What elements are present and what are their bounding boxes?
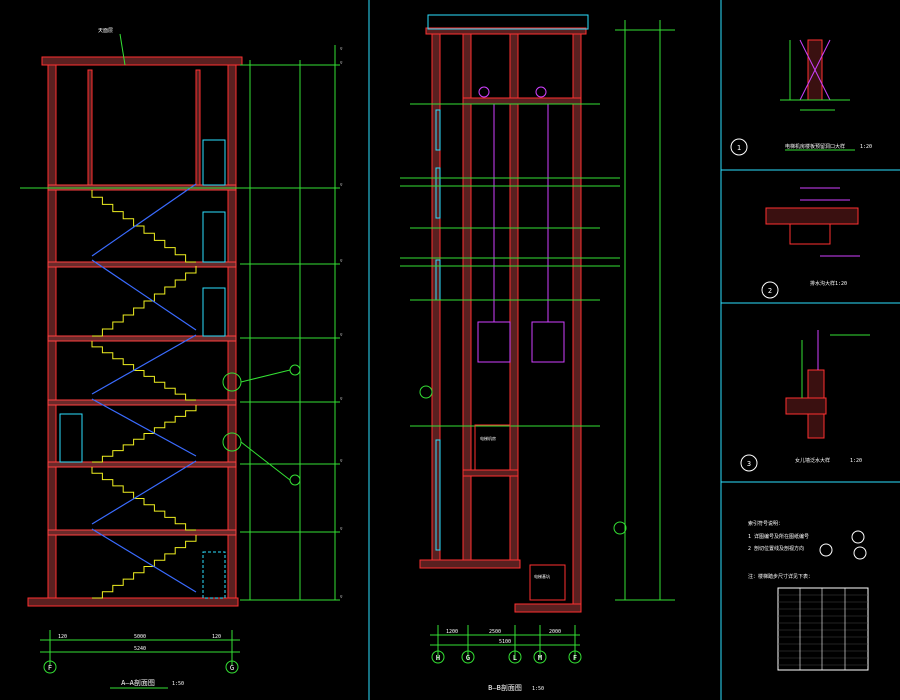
detail-2-index-circle [761,281,779,299]
section-a-stairs [91,183,197,599]
stair-flight [92,535,197,599]
section-b-room-note: 电梯机房 [480,435,496,441]
svg-text:▽: ▽ [340,594,343,599]
section-a-axis-markers [43,660,239,674]
stair-flight [92,266,197,337]
section-b-windows [435,109,441,551]
svg-text:▽: ▽ [340,458,343,463]
section-b-elevator-cars [477,86,565,363]
section-a-callouts [222,364,301,486]
section-b: H G L M F 1200 2500 2000 5100 电梯机房 电梯基坑 … [400,14,675,692]
section-a-walls [27,56,243,607]
stair-handrail [91,528,197,593]
stair-flight [92,405,197,463]
stair-handrail [91,183,197,257]
stair-handrail [91,398,197,457]
section-b-axis-h: H [436,654,440,662]
detail-3-title: 女儿墙泛水大样 [795,457,830,464]
stair-flight [91,467,196,531]
section-b-roof-parapet [427,14,589,30]
section-b-axis-f: F [573,654,577,662]
section-b-room-box [474,424,566,601]
section-b-walls [419,27,587,613]
table-frame [777,587,869,671]
section-b-axis-markers [419,385,627,664]
section-a-level-marks: ▽ ▽ ▽ ▽ ▽ ▽ ▽ ▽ ▽ [340,46,343,599]
svg-text:▽: ▽ [340,258,343,263]
section-b-pit-note: 电梯基坑 [534,573,550,579]
section-a-scale: 1:50 [172,681,184,687]
notes-table-heading: 注：楼梯踏步尺寸详见下表： [748,573,813,580]
detail-2-number: 2 [768,287,772,295]
detail-1-number: 1 [737,144,741,152]
section-b-axis-m: M [538,654,542,662]
detail-2-title: 排水沟大样 [810,280,835,287]
notes-block: 索引符号说明： 1 详图编号及所在图纸编号 2 剖切位置线及剖视方向 注：楼梯踏… [748,520,869,671]
section-b-floor-lines [400,103,620,427]
drawing-frame [368,0,900,700]
detail-2: 2 排水沟大样 1:20 [761,187,860,299]
section-a-dim-total: 5240 [134,646,146,652]
stair-flight [91,190,196,263]
detail-1: 1 电梯机房楼板预留洞口大样 1:20 [730,39,872,156]
section-b-axis-g: G [466,654,470,662]
section-a-doors [59,139,226,599]
section-a-dimensions [20,45,340,665]
section-b-axis-l: L [513,654,517,662]
detail-1-title: 电梯机房楼板预留洞口大样 [785,143,845,150]
section-a-dim-mid: 5000 [134,634,146,640]
notes-table [777,587,869,671]
section-b-dimensions [430,20,675,660]
notes-line-2: 2 剖切位置线及剖视方向 [748,545,804,552]
svg-text:▽: ▽ [340,46,343,51]
section-a-dim-left: 120 [58,634,67,640]
svg-text:▽: ▽ [340,60,343,65]
section-b-dim-total: 5100 [499,639,511,645]
detail-3-index-circle [740,454,758,472]
notes-line-1: 1 详图编号及所在图纸编号 [748,533,809,540]
section-b-dim-1: 1200 [446,629,458,635]
detail-2-scale: 1:20 [835,281,847,287]
detail-1-scale: 1:20 [860,144,872,150]
stair-handrail [91,460,197,525]
notes-heading: 索引符号说明： [748,520,783,527]
stair-handrail [91,259,197,331]
section-b-dim-3: 2000 [549,629,561,635]
svg-text:▽: ▽ [340,526,343,531]
svg-text:▽: ▽ [340,182,343,187]
section-a-axis-right: G [230,664,234,672]
section-a-top-note: 天面层 [98,28,113,34]
section-b-title: B—B剖面图 [488,683,522,692]
detail-3: 3 女儿墙泛水大样 1:20 [740,330,870,472]
section-a: ▽▽ ▽▽ ▽▽ ▽▽ ▽ F G 120 5000 120 5240 天面层 … [20,28,343,689]
stair-handrail [91,334,197,395]
svg-text:▽: ▽ [340,332,343,337]
detail-3-scale: 1:20 [850,458,862,464]
svg-text:▽: ▽ [340,396,343,401]
stair-flight [91,341,196,401]
section-a-floor-slabs [47,184,237,536]
section-a-axis-left: F [48,664,52,672]
section-a-dim-right: 120 [212,634,221,640]
section-a-title: A—A剖面图 [121,678,155,687]
section-b-dim-2: 2500 [489,629,501,635]
detail-1-index-circle [730,138,748,156]
detail-3-number: 3 [747,460,751,468]
section-b-scale: 1:50 [532,686,544,692]
